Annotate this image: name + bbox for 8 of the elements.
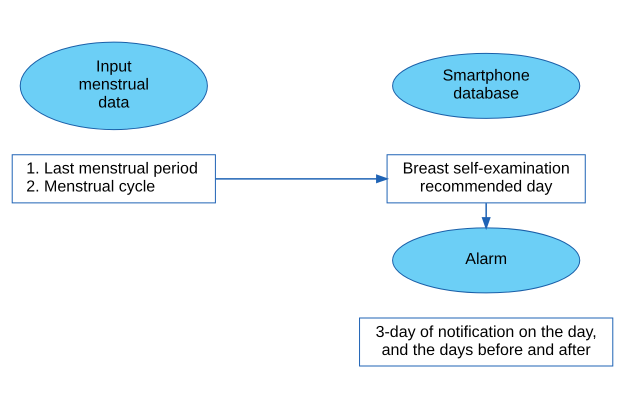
node-ellipse: Input menstrual data <box>20 41 208 130</box>
node-box: 1. Last menstrual period 2. Menstrual cycle <box>12 154 216 203</box>
node-box: Breast self-examination recommended day <box>386 154 586 203</box>
node-ellipse: Alarm <box>392 226 580 293</box>
arrow <box>216 174 390 183</box>
node-ellipse: Smartphone database <box>392 52 580 118</box>
node-box: 3-day of notification on the day, and the days before and after <box>359 316 614 366</box>
arrow <box>482 202 491 230</box>
